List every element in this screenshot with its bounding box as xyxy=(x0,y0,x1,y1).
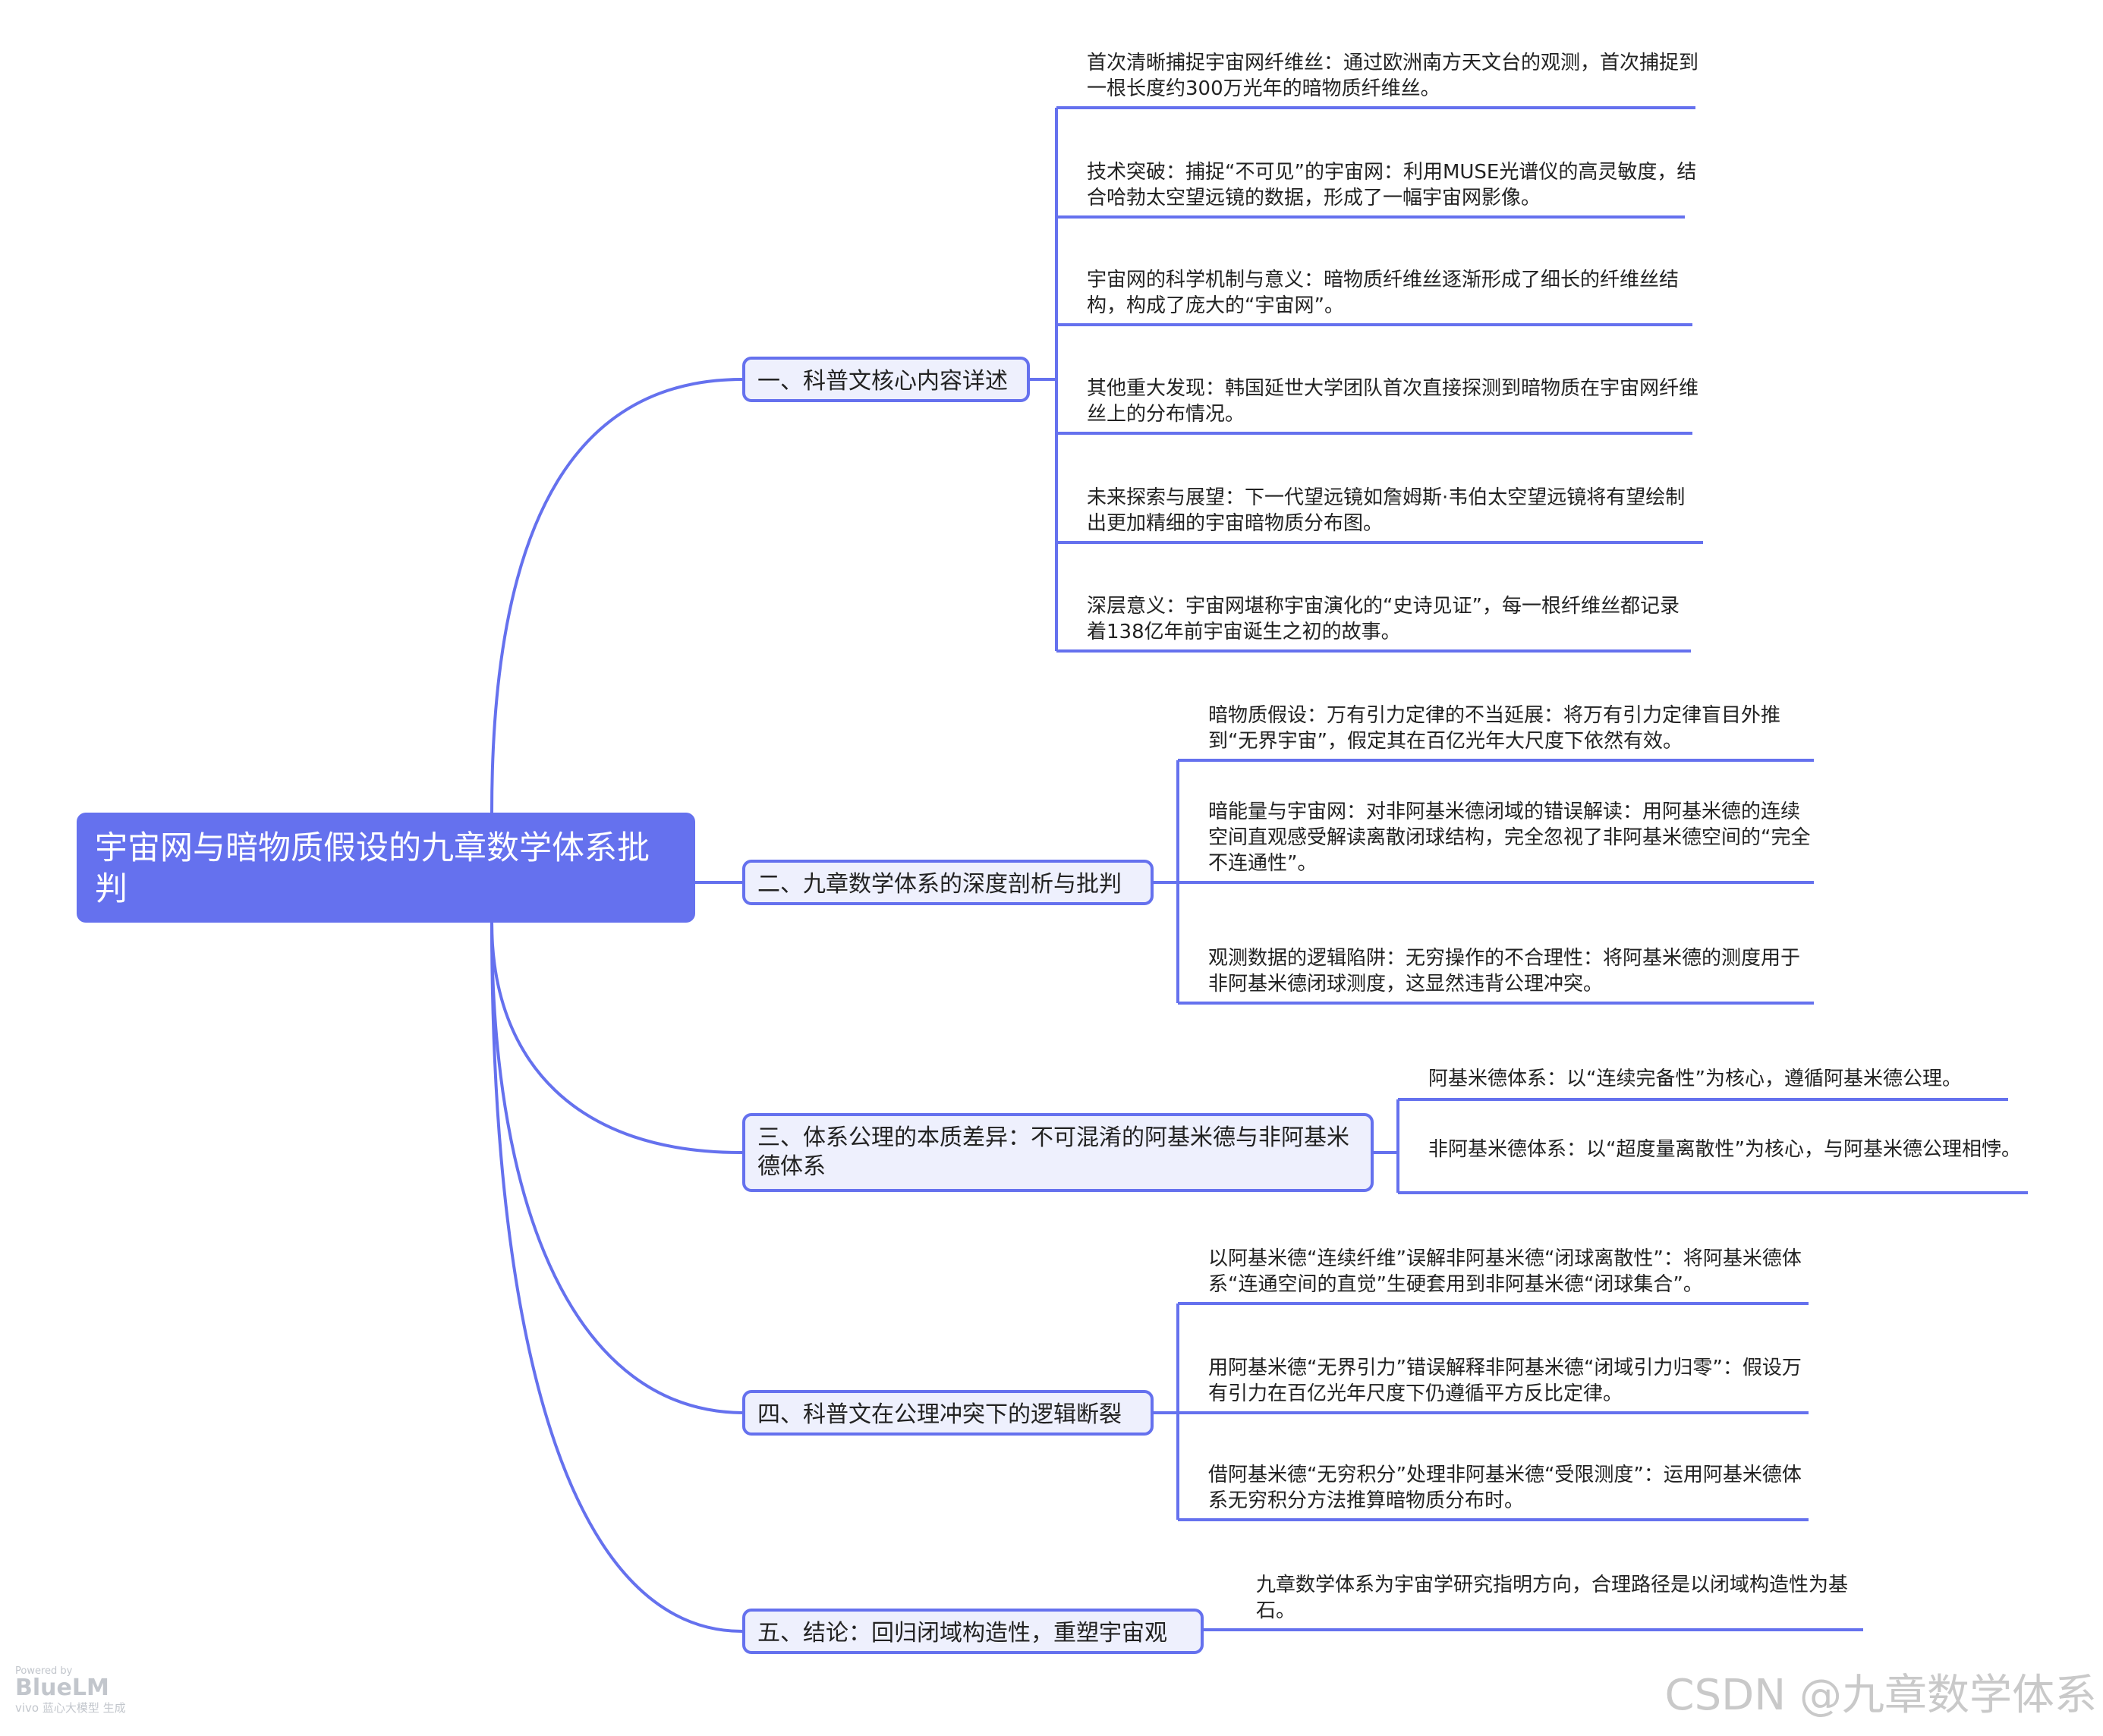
connector-root-branch1 xyxy=(490,378,743,813)
connector-root-branch5 xyxy=(490,922,743,1633)
leaf-1-2[interactable]: 技术突破：捕捉“不可见”的宇宙网：利用MUSE光谱仪的高灵敏度，结合哈勃太空望远… xyxy=(1087,161,1697,209)
leaf-2-3[interactable]: 观测数据的逻辑陷阱：无穷操作的不合理性：将阿基米德的测度用于非阿基米德闭球测度，… xyxy=(1208,947,1801,995)
leaf-2-1[interactable]: 暗物质假设：万有引力定律的不当延展：将万有引力定律盲目外推到“无界宇宙”，假定其… xyxy=(1208,704,1781,753)
leaf-4-2[interactable]: 用阿基米德“无界引力”错误解释非阿基米德“闭域引力归零”：假设万有引力在百亿光年… xyxy=(1208,1357,1802,1405)
leaf-1-3[interactable]: 宇宙网的科学机制与意义：暗物质纤维丝逐渐形成了细长的纤维丝结构，构成了庞大的“宇… xyxy=(1087,269,1680,317)
bluelm-watermark: Powered by BlueLM vivo 蓝心大模型 生成 xyxy=(15,1665,126,1716)
branch-topic-3[interactable]: 三、体系公理的本质差异：不可混淆的阿基米德与非阿基米德体系 xyxy=(742,1113,1374,1192)
branch-topic-5[interactable]: 五、结论：回归闭域构造性，重塑宇宙观 xyxy=(742,1609,1204,1654)
leaf-4-3[interactable]: 借阿基米德“无穷积分”处理非阿基米德“受限测度”：运用阿基米德体系无穷积分方法推… xyxy=(1208,1464,1802,1512)
root-topic[interactable]: 宇宙网与暗物质假设的九章数学体系批判 xyxy=(77,813,695,923)
bluelm-brand-text: BlueLM xyxy=(15,1675,109,1701)
leaf-1-1[interactable]: 首次清晰捕捉宇宙网纤维丝：通过欧洲南方天文台的观测，首次捕捉到一根长度约300万… xyxy=(1087,52,1699,100)
leaf-3-2[interactable]: 非阿基米德体系：以“超度量离散性”为核心，与阿基米德公理相悖。 xyxy=(1428,1138,2021,1161)
bluelm-powered-text: Powered by xyxy=(15,1665,73,1677)
leaf-3-1[interactable]: 阿基米德体系：以“连续完备性”为核心，遵循阿基米德公理。 xyxy=(1428,1068,1962,1090)
csdn-watermark: CSDN @九章数学体系 xyxy=(1664,1671,2097,1720)
leaf-1-6[interactable]: 深层意义：宇宙网堪称宇宙演化的“史诗见证”，每一根纤维丝都记录着138亿年前宇宙… xyxy=(1087,595,1680,643)
branch-topic-1[interactable]: 一、科普文核心内容详述 xyxy=(742,357,1030,402)
connector-root-branch4 xyxy=(490,922,743,1414)
leaf-1-5[interactable]: 未来探索与展望：下一代望远镜如詹姆斯·韦伯太空望远镜将有望绘制出更加精细的宇宙暗… xyxy=(1087,486,1686,535)
branch-topic-2[interactable]: 二、九章数学体系的深度剖析与批判 xyxy=(742,860,1154,905)
leaf-4-1[interactable]: 以阿基米德“连续纤维”误解非阿基米德“闭球离散性”：将阿基米德体系“连通空间的直… xyxy=(1208,1247,1802,1296)
bluelm-vivo-text: vivo 蓝心大模型 生成 xyxy=(15,1701,126,1715)
connector-root-branch3 xyxy=(490,922,743,1155)
leaf-1-4[interactable]: 其他重大发现：韩国延世大学团队首次直接探测到暗物质在宇宙网纤维丝上的分布情况。 xyxy=(1087,377,1699,426)
leaf-2-2[interactable]: 暗能量与宇宙网：对非阿基米德闭域的错误解读：用阿基米德的连续空间直观感受解读离散… xyxy=(1208,800,1811,875)
branch-topic-4[interactable]: 四、科普文在公理冲突下的逻辑断裂 xyxy=(742,1390,1154,1436)
leaf-5-1[interactable]: 九章数学体系为宇宙学研究指明方向，合理路径是以闭域构造性为基石。 xyxy=(1256,1574,1849,1622)
